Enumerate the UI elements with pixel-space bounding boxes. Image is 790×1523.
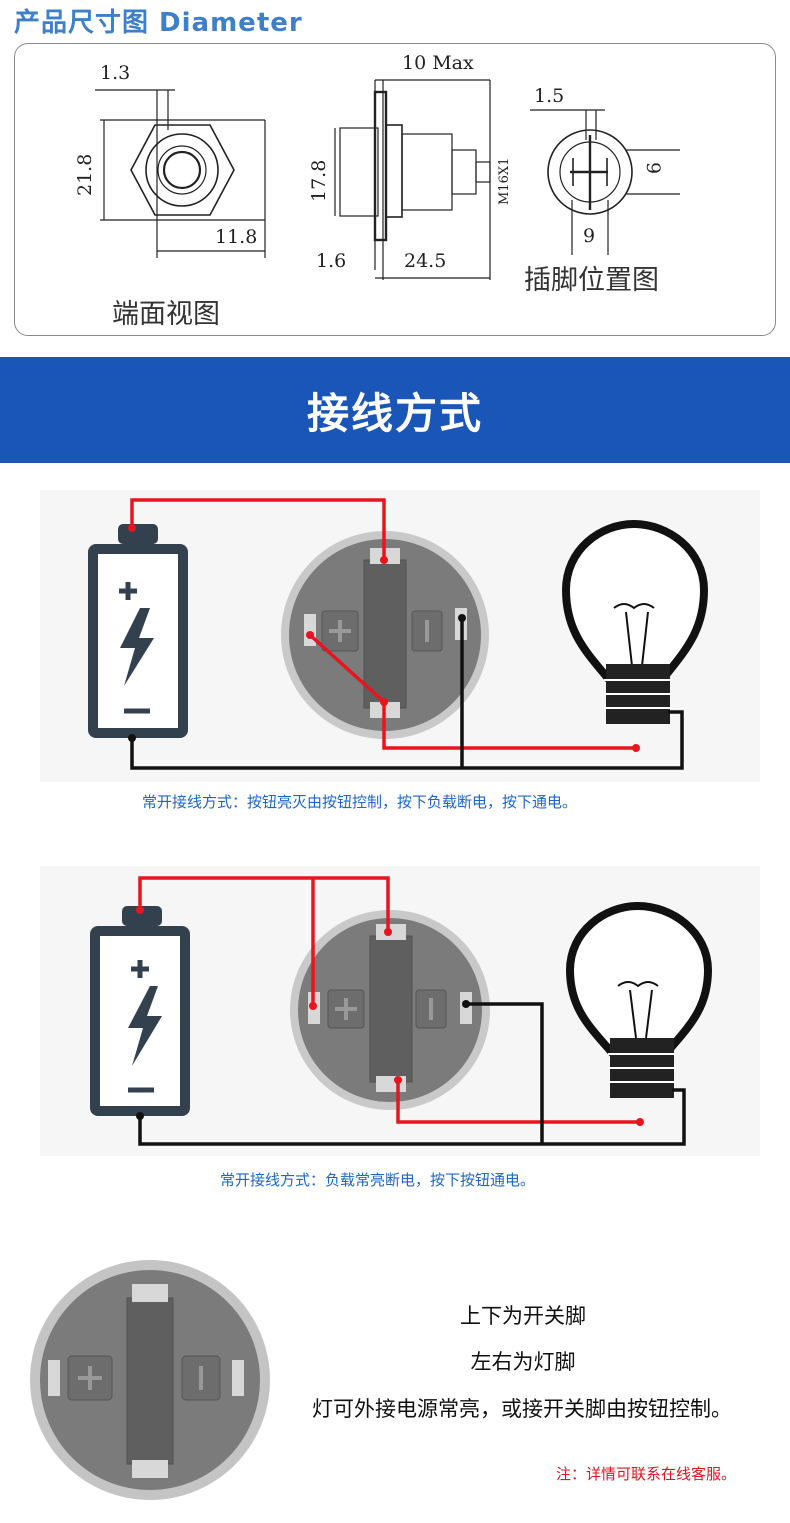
battery-icon: [88, 524, 188, 738]
dimension-drawings: [95, 79, 680, 280]
pin-info-line-1: 上下为开关脚: [460, 1304, 586, 1328]
section-title: 产品尺寸图 Diameter: [14, 8, 303, 38]
wiring-banner: 接线方式: [0, 357, 790, 463]
pins-view-caption: 插脚位置图: [524, 265, 659, 296]
wiring-diagram-2: [40, 866, 760, 1156]
button-back-photo: [30, 1260, 270, 1500]
diagram-2-caption: 常开接线方式：负载常亮断电，按下按钮通电。: [220, 1171, 536, 1189]
battery-icon: [90, 906, 190, 1116]
dim-front-2: 21.8: [74, 153, 96, 196]
dim-side-thread: M16X1: [497, 157, 512, 205]
wiring-diagram-1: [40, 490, 760, 782]
dim-side-4: 24.5: [404, 250, 447, 272]
front-view-caption: 端面视图: [112, 299, 220, 330]
dim-side-1: 10 Max: [402, 52, 474, 74]
dim-pins-2: 9: [642, 162, 664, 175]
button-back-icon: [290, 910, 490, 1110]
pin-info-line-2: 左右为灯脚: [470, 1350, 576, 1374]
dim-front-3: 11.8: [215, 226, 258, 248]
dim-pins-1: 1.5: [534, 85, 565, 107]
pin-info-line-3: 灯可外接电源常亮，或接开关脚由按钮控制。: [312, 1397, 732, 1421]
diagram-1-caption: 常开接线方式：按钮亮灭由按钮控制，按下负载断电，按下通电。: [142, 793, 578, 811]
light-bulb-icon: [561, 519, 709, 724]
light-bulb-icon: [565, 901, 713, 1098]
dim-side-3: 1.6: [316, 250, 347, 272]
dim-front-1: 1.3: [100, 62, 131, 84]
button-back-icon: [281, 531, 489, 739]
dim-side-2: 17.8: [308, 159, 330, 202]
banner-title: 接线方式: [306, 388, 483, 438]
contact-note: 注：详情可联系在线客服。: [556, 1465, 737, 1483]
dim-pins-3: 9: [583, 225, 596, 247]
